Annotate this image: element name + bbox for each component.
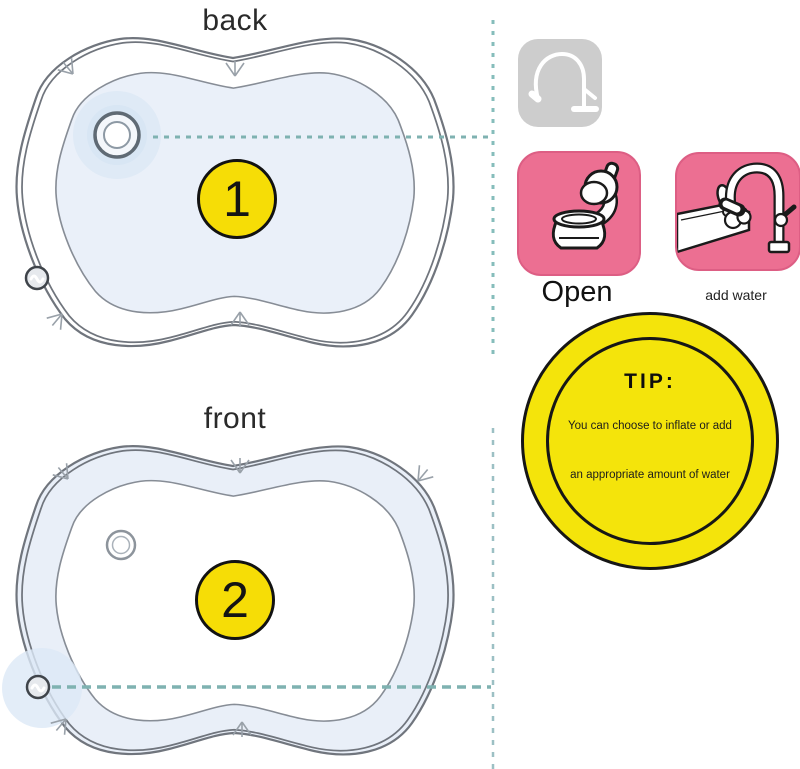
front-air-valve-icon: [2, 648, 82, 728]
add-water-icon: [677, 162, 797, 254]
tip-text-line2: an appropriate amount of water: [570, 469, 730, 481]
tip-bubble: TIP: You can choose to inflate or add an…: [521, 312, 779, 570]
tip-text-line1: You can choose to inflate or add: [568, 420, 732, 432]
front-view-label: front: [203, 402, 267, 435]
front-ring-valve-icon: [105, 529, 137, 561]
add-water-step-label: add water: [705, 287, 767, 303]
open-valve-icon: [551, 161, 620, 250]
front-mat-illustration: [2, 445, 455, 756]
add-water-card: [675, 152, 800, 271]
open-step-label: Open: [541, 276, 613, 308]
tip-inner-ring: TIP: You can choose to inflate or add an…: [546, 337, 754, 545]
faucet-card: [518, 39, 602, 127]
back-mat-illustration: [15, 37, 455, 348]
step-2-badge: 2: [195, 560, 275, 640]
back-view-label: back: [202, 4, 268, 37]
step-1-badge: 1: [197, 159, 277, 239]
dashed-guide-lines: [52, 20, 495, 769]
faucet-icon: [528, 51, 599, 112]
water-inlet-valve: [73, 91, 161, 179]
tip-heading: TIP:: [624, 370, 676, 393]
air-valve-icon: [24, 265, 50, 291]
open-valve-card: [517, 151, 641, 276]
